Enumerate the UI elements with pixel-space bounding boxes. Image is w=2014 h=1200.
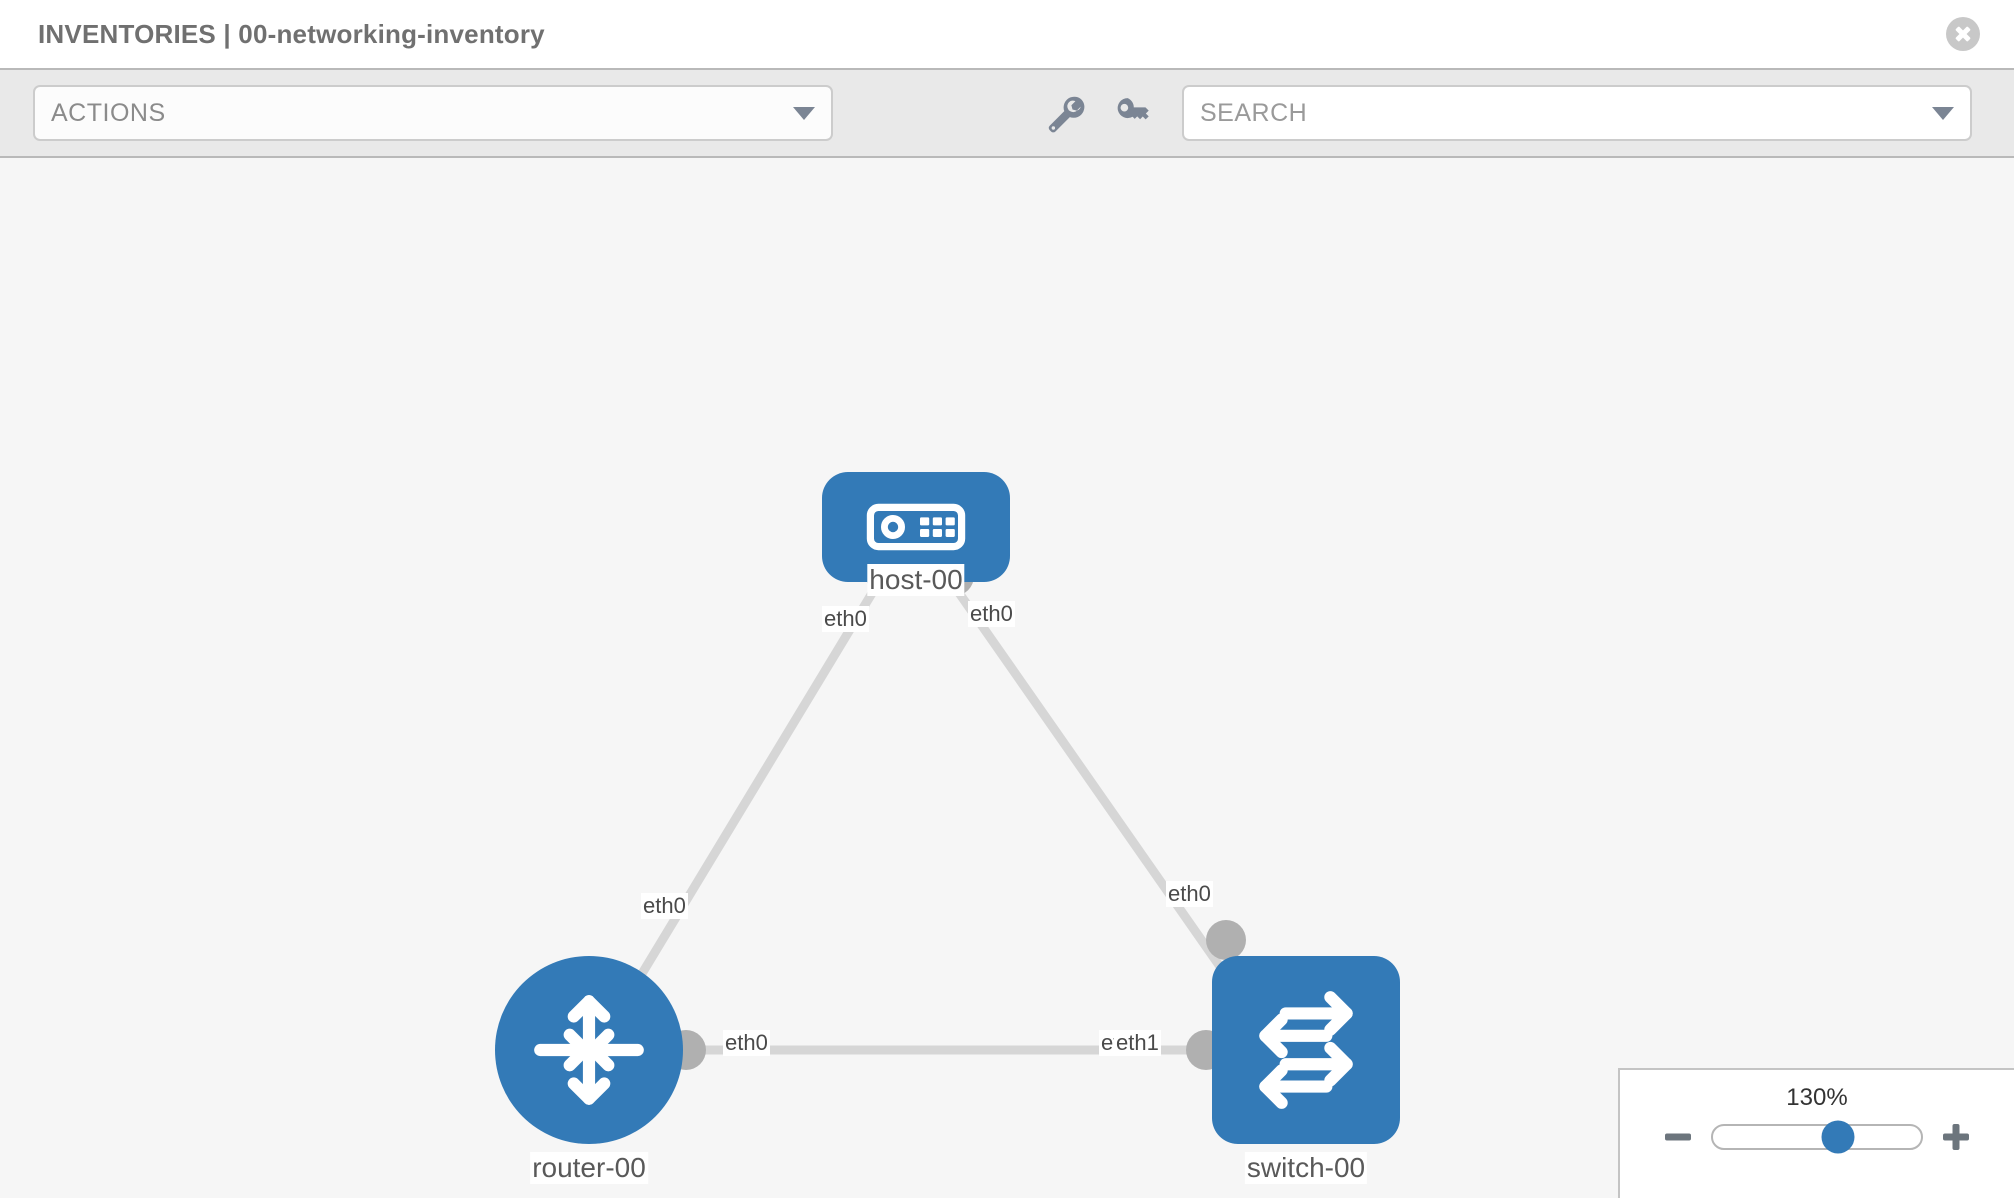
- switch-icon: [1259, 991, 1353, 1109]
- actions-dropdown-label: ACTIONS: [51, 98, 166, 127]
- router-icon: [534, 995, 644, 1105]
- zoom-in-button[interactable]: [1941, 1122, 1971, 1152]
- edge-label-switch-left: eth1: [1114, 1030, 1161, 1057]
- edge-label-switch-up: eth0: [1166, 881, 1213, 908]
- node-switch-00[interactable]: switch-00: [1212, 956, 1400, 1185]
- chevron-down-icon: [793, 106, 815, 120]
- link-host-router: [616, 577, 884, 1013]
- edge-label-router-right: eth0: [723, 1030, 770, 1057]
- zoom-out-button[interactable]: [1663, 1122, 1693, 1152]
- node-host-label: host-00: [867, 564, 965, 597]
- search-input[interactable]: SEARCH: [1182, 85, 1972, 141]
- zoom-level-value: 130%: [1786, 1084, 1848, 1111]
- edge-label-host-right: eth0: [968, 601, 1015, 628]
- zoom-control-panel: 130%: [1618, 1068, 2014, 1198]
- node-host-00[interactable]: host-00: [822, 472, 1010, 597]
- actions-dropdown[interactable]: ACTIONS: [33, 85, 833, 141]
- close-icon[interactable]: [1946, 17, 1980, 51]
- page-title: INVENTORIES | 00-networking-inventory: [38, 18, 545, 49]
- topology-links: [616, 577, 1232, 1055]
- link-host-switch: [946, 577, 1232, 981]
- zoom-control-row: [1620, 1120, 2014, 1154]
- port-switch-top[interactable]: [1206, 920, 1246, 960]
- page-header: INVENTORIES | 00-networking-inventory: [0, 0, 2014, 68]
- node-router-label: router-00: [530, 1152, 648, 1185]
- node-switch-shape[interactable]: [1212, 956, 1400, 1144]
- search-placeholder: SEARCH: [1200, 98, 1308, 127]
- node-host-shape[interactable]: [822, 472, 1010, 582]
- wrench-icon[interactable]: [1043, 92, 1089, 138]
- node-switch-label: switch-00: [1244, 1152, 1368, 1185]
- toolbar: ACTIONS SEARCH: [0, 68, 2014, 158]
- chevron-down-icon[interactable]: [1932, 106, 1954, 120]
- edge-label-host-left: eth0: [822, 606, 869, 633]
- key-icon[interactable]: [1110, 92, 1156, 138]
- node-router-shape[interactable]: [495, 956, 683, 1144]
- edge-label-router-up: eth0: [641, 893, 688, 920]
- zoom-slider[interactable]: [1711, 1120, 1923, 1154]
- zoom-slider-thumb[interactable]: [1821, 1120, 1855, 1154]
- server-icon: [866, 503, 966, 551]
- node-router-00[interactable]: router-00: [495, 956, 683, 1185]
- topology-canvas[interactable]: host-00 router-00: [0, 158, 2014, 1198]
